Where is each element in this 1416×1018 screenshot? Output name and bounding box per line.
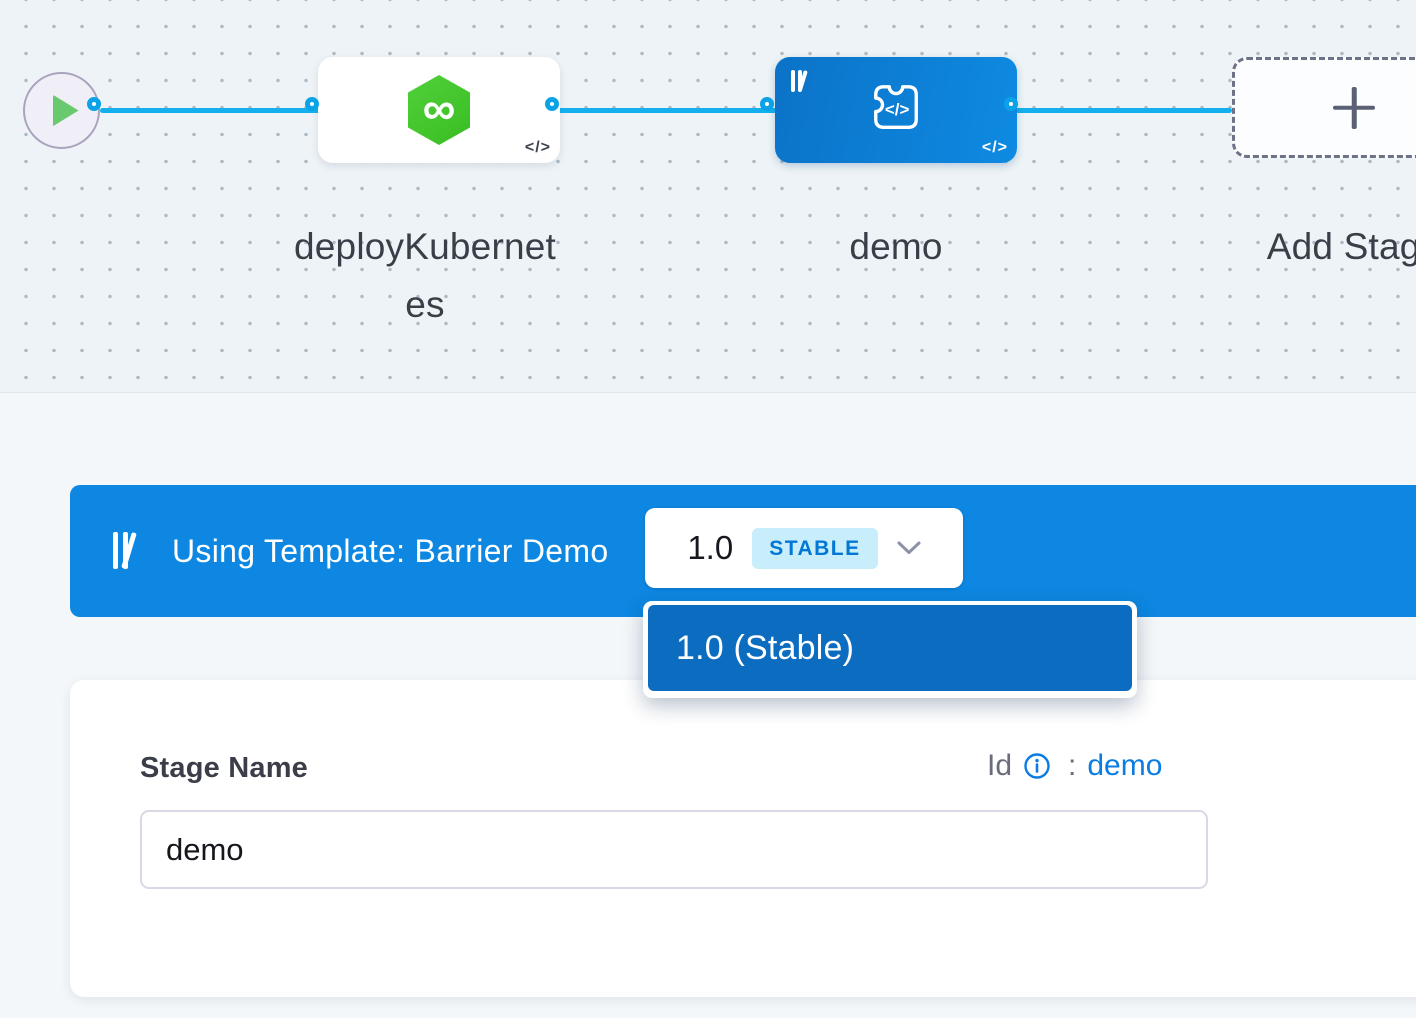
stage-id-link[interactable]: demo (1087, 749, 1163, 782)
stage-label-deploykubernetes: deployKubernetes (294, 226, 556, 325)
connector-port[interactable] (1004, 97, 1018, 111)
plus-icon (1333, 87, 1375, 129)
template-library-icon (791, 70, 813, 94)
stage-id-row: Id : demo (987, 746, 1162, 786)
stage-name-label: Stage Name (140, 752, 309, 784)
custom-stage-icon: </> (874, 85, 918, 129)
info-icon[interactable] (1023, 752, 1051, 780)
add-stage-label: Add Stage (1266, 226, 1416, 267)
id-colon: : (1068, 749, 1077, 782)
harness-deploy-hexagon-icon: ∞ (408, 75, 470, 145)
template-library-icon (113, 532, 145, 570)
template-version-selector[interactable]: 1.0 STABLE (645, 508, 963, 588)
chevron-down-icon (897, 541, 921, 554)
code-icon: </> (981, 139, 1008, 156)
template-banner-text: Using Template: Barrier Demo (172, 532, 609, 569)
stage-overview-panel: Stage Name Id : demo (70, 680, 1416, 997)
code-icon: </> (524, 139, 551, 156)
template-banner: Using Template: Barrier Demo 1.0 STABLE (70, 485, 1416, 617)
add-stage-button[interactable] (1232, 57, 1416, 158)
version-dropdown-menu: 1.0 (Stable) (643, 601, 1137, 698)
connector-port[interactable] (545, 97, 559, 111)
pipeline-start-node[interactable] (23, 72, 100, 149)
pipeline-canvas[interactable]: ∞ </> </> </> deployKubernetes demo (0, 0, 1416, 393)
stage-label-demo: demo (849, 226, 943, 267)
stable-badge: STABLE (752, 527, 878, 569)
connector-port[interactable] (760, 97, 774, 111)
stage-name-input[interactable] (140, 810, 1208, 889)
connector-port[interactable] (87, 97, 101, 111)
infinity-glyph: ∞ (422, 82, 456, 134)
code-glyph: </> (885, 100, 910, 119)
id-label: Id (987, 749, 1013, 782)
pipeline-connector-line (100, 108, 1232, 113)
stage-node-deploykubernetes[interactable]: ∞ </> (318, 57, 560, 163)
stage-node-demo[interactable]: </> </> (775, 57, 1017, 163)
version-dropdown-item[interactable]: 1.0 (Stable) (648, 605, 1132, 691)
version-value: 1.0 (687, 529, 734, 566)
connector-port[interactable] (305, 97, 319, 111)
play-icon (52, 94, 79, 127)
